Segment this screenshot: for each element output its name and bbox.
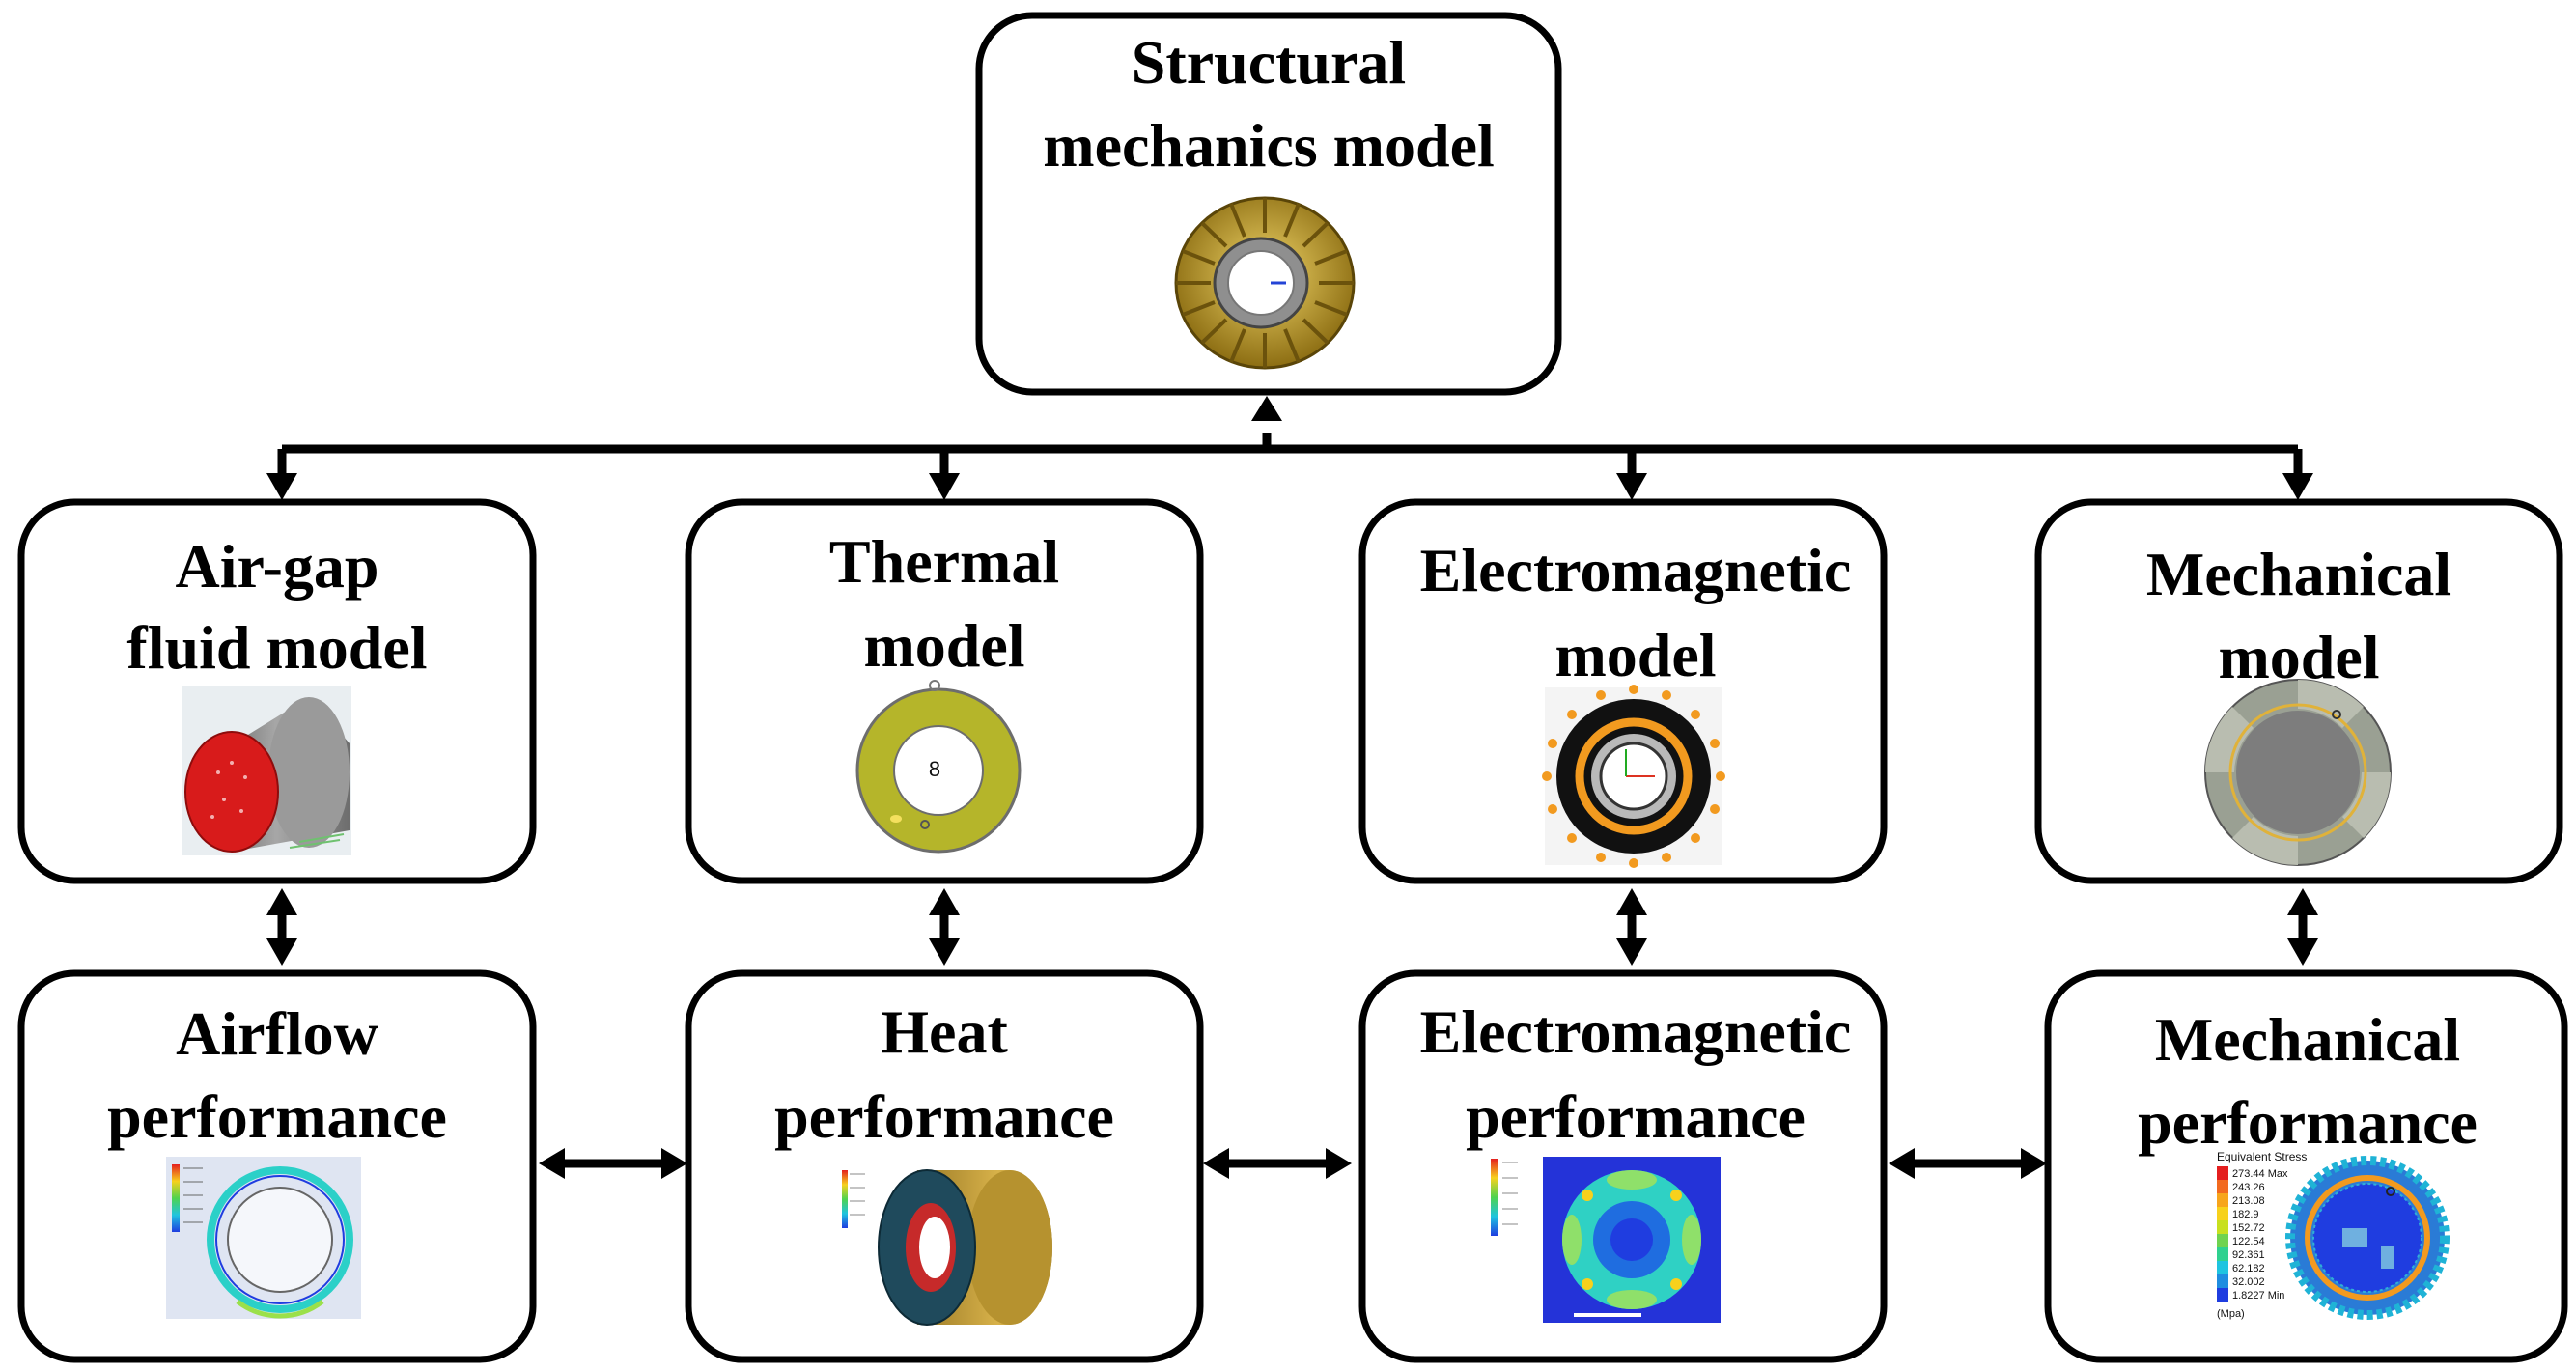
- node-title-line1: Airflow: [176, 999, 378, 1068]
- em-cross-section-icon: [1542, 685, 1725, 868]
- legend-unit: (Mpa): [2217, 1308, 2245, 1320]
- node-title-line1: Structural: [1132, 28, 1406, 97]
- olive-ring-mesh-icon: 8: [855, 680, 1022, 854]
- horizontal-double-arrow-airflow-heat: [539, 1148, 687, 1179]
- legend-value: 213.08: [2232, 1195, 2265, 1207]
- legend-swatch: [2217, 1220, 2228, 1234]
- vertical-double-arrow-thermal: [929, 888, 960, 966]
- node-title-line1: Electromagnetic: [1420, 997, 1852, 1066]
- node-title-line1: Mechanical: [2155, 1005, 2460, 1074]
- node-title-line2: performance: [1466, 1082, 1806, 1151]
- legend-value: 182.9: [2232, 1209, 2259, 1220]
- legend-value: 152.72: [2232, 1222, 2265, 1234]
- node-title-line2: fluid model: [126, 613, 427, 682]
- legend-value: 92.361: [2232, 1249, 2265, 1261]
- arrowhead-down-mechanical: [2282, 473, 2313, 500]
- node-thermal-model: Thermal model 8: [685, 498, 1204, 884]
- legend-swatch: [2217, 1180, 2228, 1193]
- arrowhead-down-airgap: [266, 473, 297, 500]
- legend-value: 243.26: [2232, 1182, 2265, 1193]
- legend-value: 273.44 Max: [2232, 1168, 2288, 1180]
- node-electromagnetic-model: Electromagnetic model: [1358, 498, 1888, 884]
- grey-disk-mesh-icon: [2204, 679, 2392, 866]
- legend-swatch: [2217, 1234, 2228, 1247]
- node-title-line2: model: [863, 611, 1024, 680]
- node-mechanical-model: Mechanical model: [2034, 498, 2563, 884]
- node-mechanical-performance: Mechanical performance Equivalent Stress…: [2044, 969, 2568, 1363]
- red-cylinder-3d-icon: [182, 686, 351, 855]
- legend-swatch: [2217, 1193, 2228, 1207]
- legend-swatch: [2217, 1261, 2228, 1274]
- legend-title: Equivalent Stress: [2217, 1150, 2307, 1163]
- stress-legend: Equivalent Stress 273.44 Max 243.26 213.08…: [2217, 1150, 2307, 1320]
- node-title-line1: Heat: [881, 997, 1008, 1066]
- vertical-double-arrow-airgap: [266, 888, 297, 966]
- legend-value: 122.54: [2232, 1236, 2265, 1247]
- legend-value: 1.8227 Min: [2232, 1290, 2284, 1302]
- node-title-line2: mechanics model: [1043, 111, 1495, 180]
- node-structural-mechanics-model: Structural mechanics model: [975, 12, 1562, 396]
- horizontal-double-arrow-heat-em: [1203, 1148, 1352, 1179]
- legend-value: 62.182: [2232, 1263, 2265, 1274]
- stress-contour-disk-icon: [2285, 1156, 2450, 1320]
- horizontal-double-arrow-em-mech: [1889, 1148, 2047, 1179]
- arrowhead-up-structural: [1251, 396, 1282, 421]
- node-title-line2: performance: [774, 1082, 1114, 1151]
- vertical-double-arrow-electromagnetic: [1616, 888, 1647, 966]
- node-airflow-performance: Airflow performance: [17, 969, 537, 1363]
- node-title-line2: performance: [107, 1082, 447, 1151]
- legend-swatch: [2217, 1166, 2228, 1180]
- stator-gear-3d-icon: [1174, 196, 1356, 370]
- arrowhead-down-thermal: [929, 473, 960, 500]
- legend-swatch: [2217, 1247, 2228, 1261]
- vertical-double-arrow-mechanical: [2287, 888, 2318, 966]
- legend-swatch: [2217, 1288, 2228, 1302]
- connectors: [266, 396, 2318, 1179]
- airflow-contour-ring-icon: [166, 1157, 361, 1319]
- node-heat-performance: Heat performance: [685, 969, 1204, 1363]
- heat-ring-3d-icon: [842, 1169, 1052, 1326]
- legend-value: 32.002: [2232, 1276, 2265, 1288]
- node-title-line1: Air-gap: [176, 532, 379, 601]
- flux-density-contour-icon: [1491, 1157, 1721, 1323]
- node-title-line1: Thermal: [829, 527, 1059, 596]
- node-air-gap-fluid-model: Air-gap fluid model: [17, 498, 537, 884]
- node-title-line1: Mechanical: [2146, 540, 2451, 608]
- node-title-line2: model: [1554, 621, 1716, 689]
- node-title-line2: performance: [2138, 1088, 2478, 1157]
- svg-text:8: 8: [929, 757, 940, 781]
- node-electromagnetic-performance: Electromagnetic performance: [1358, 969, 1888, 1363]
- legend-swatch: [2217, 1207, 2228, 1220]
- arrowhead-down-electromagnetic: [1616, 473, 1647, 500]
- legend-swatch: [2217, 1274, 2228, 1288]
- node-title-line1: Electromagnetic: [1420, 536, 1852, 604]
